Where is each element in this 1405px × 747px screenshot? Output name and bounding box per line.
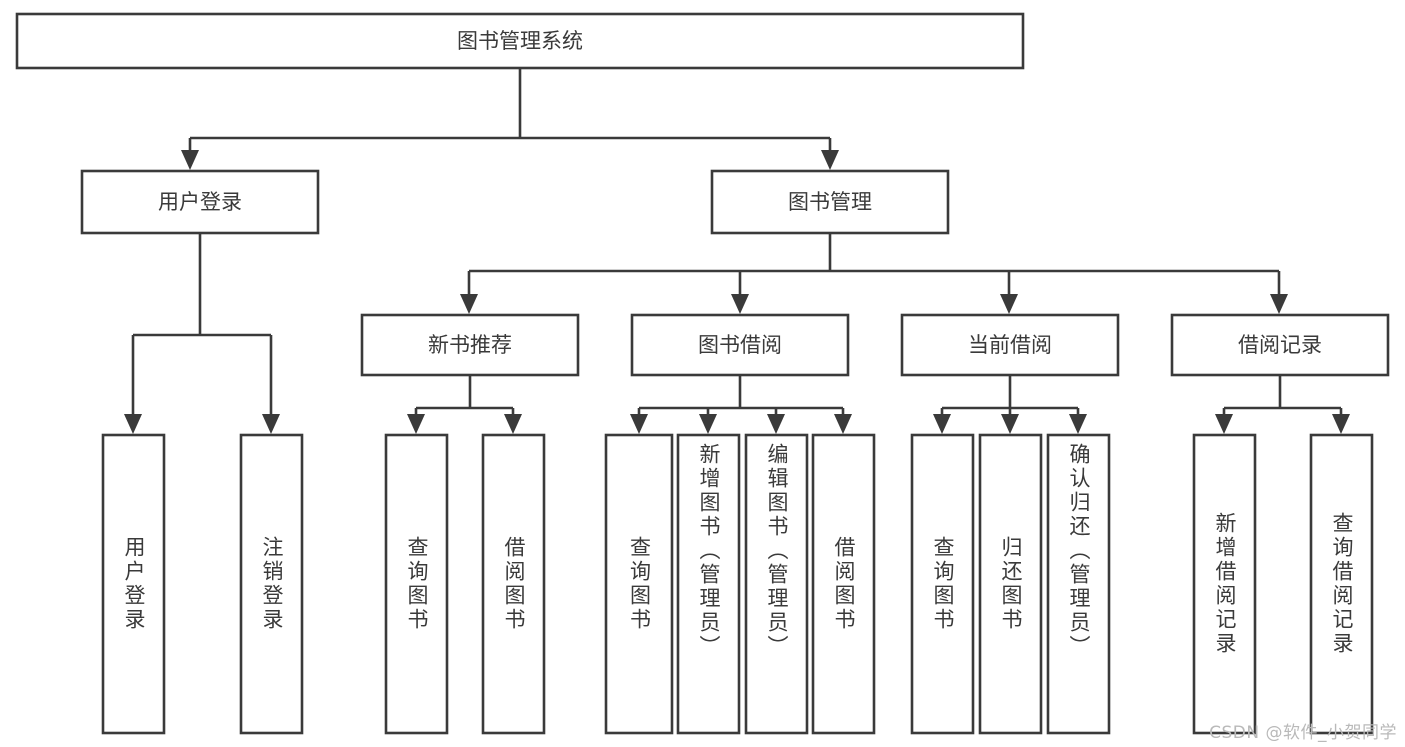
arrow-head-icon bbox=[124, 414, 142, 434]
leaf-box-logout[interactable] bbox=[239, 433, 304, 735]
node-user-login[interactable]: 用户登录 bbox=[80, 169, 320, 235]
connector-book-borrowing-to-leaves bbox=[630, 375, 852, 434]
connector-current-borrowing-to-leaves bbox=[933, 375, 1087, 434]
node-root[interactable]: 图书管理系统 bbox=[15, 12, 1025, 70]
arrow-head-icon bbox=[630, 414, 648, 434]
arrow-head-icon bbox=[460, 294, 478, 314]
arrow-head-icon bbox=[504, 414, 522, 434]
node-book-management-label: 图书管理 bbox=[788, 190, 872, 214]
leaf-box-query-book-b[interactable] bbox=[604, 433, 674, 735]
arrow-head-icon bbox=[821, 150, 839, 170]
connector-new-book-to-leaves bbox=[407, 375, 522, 434]
arrow-head-icon bbox=[181, 150, 199, 170]
leaf-box-add-book-admin[interactable] bbox=[676, 433, 741, 735]
leaf-box-query-book-c[interactable] bbox=[910, 433, 975, 735]
leaf-box-edit-book-admin[interactable] bbox=[744, 433, 809, 735]
leaf-box-query-book-a[interactable] bbox=[384, 433, 449, 735]
node-book-borrowing[interactable]: 图书借阅 bbox=[630, 313, 850, 377]
node-root-label: 图书管理系统 bbox=[457, 29, 583, 53]
leaf-box-confirm-return-admin[interactable] bbox=[1046, 433, 1111, 735]
node-current-borrowing[interactable]: 当前借阅 bbox=[900, 313, 1120, 377]
connector-user-login-to-leaves bbox=[124, 233, 280, 434]
arrow-head-icon bbox=[933, 414, 951, 434]
node-book-management[interactable]: 图书管理 bbox=[710, 169, 950, 235]
arrow-head-icon bbox=[1332, 414, 1350, 434]
leaf-box-user-login[interactable] bbox=[101, 433, 166, 735]
node-new-book-recommendation[interactable]: 新书推荐 bbox=[360, 313, 580, 377]
node-current-borrowing-label: 当前借阅 bbox=[968, 333, 1052, 357]
node-new-book-recommendation-label: 新书推荐 bbox=[428, 333, 512, 357]
arrow-head-icon bbox=[407, 414, 425, 434]
node-book-borrowing-label: 图书借阅 bbox=[698, 333, 782, 357]
node-user-login-label: 用户登录 bbox=[158, 190, 242, 214]
arrow-head-icon bbox=[834, 414, 852, 434]
leaf-box-add-borrow-record[interactable] bbox=[1192, 433, 1257, 735]
leaf-box-borrow-book-a[interactable] bbox=[481, 433, 546, 735]
node-borrowing-record[interactable]: 借阅记录 bbox=[1170, 313, 1390, 377]
arrow-head-icon bbox=[1215, 414, 1233, 434]
arrow-head-icon bbox=[1000, 294, 1018, 314]
leaf-box-query-borrow-record[interactable] bbox=[1309, 433, 1374, 735]
arrow-head-icon bbox=[767, 414, 785, 434]
arrow-head-icon bbox=[1270, 294, 1288, 314]
leaf-box-borrow-book-b[interactable] bbox=[811, 433, 876, 735]
connector-book-management-to-level3 bbox=[460, 233, 1288, 314]
leaf-box-return-book[interactable] bbox=[978, 433, 1043, 735]
watermark: CSDN @软件_小贺同学 bbox=[1209, 723, 1397, 743]
node-borrowing-record-label: 借阅记录 bbox=[1238, 333, 1322, 357]
arrow-head-icon bbox=[1001, 414, 1019, 434]
arrow-head-icon bbox=[262, 414, 280, 434]
arrow-head-icon bbox=[699, 414, 717, 434]
connector-root-to-level2 bbox=[181, 68, 839, 170]
arrow-head-icon bbox=[731, 294, 749, 314]
connector-borrowing-record-to-leaves bbox=[1215, 375, 1350, 434]
arrow-head-icon bbox=[1069, 414, 1087, 434]
